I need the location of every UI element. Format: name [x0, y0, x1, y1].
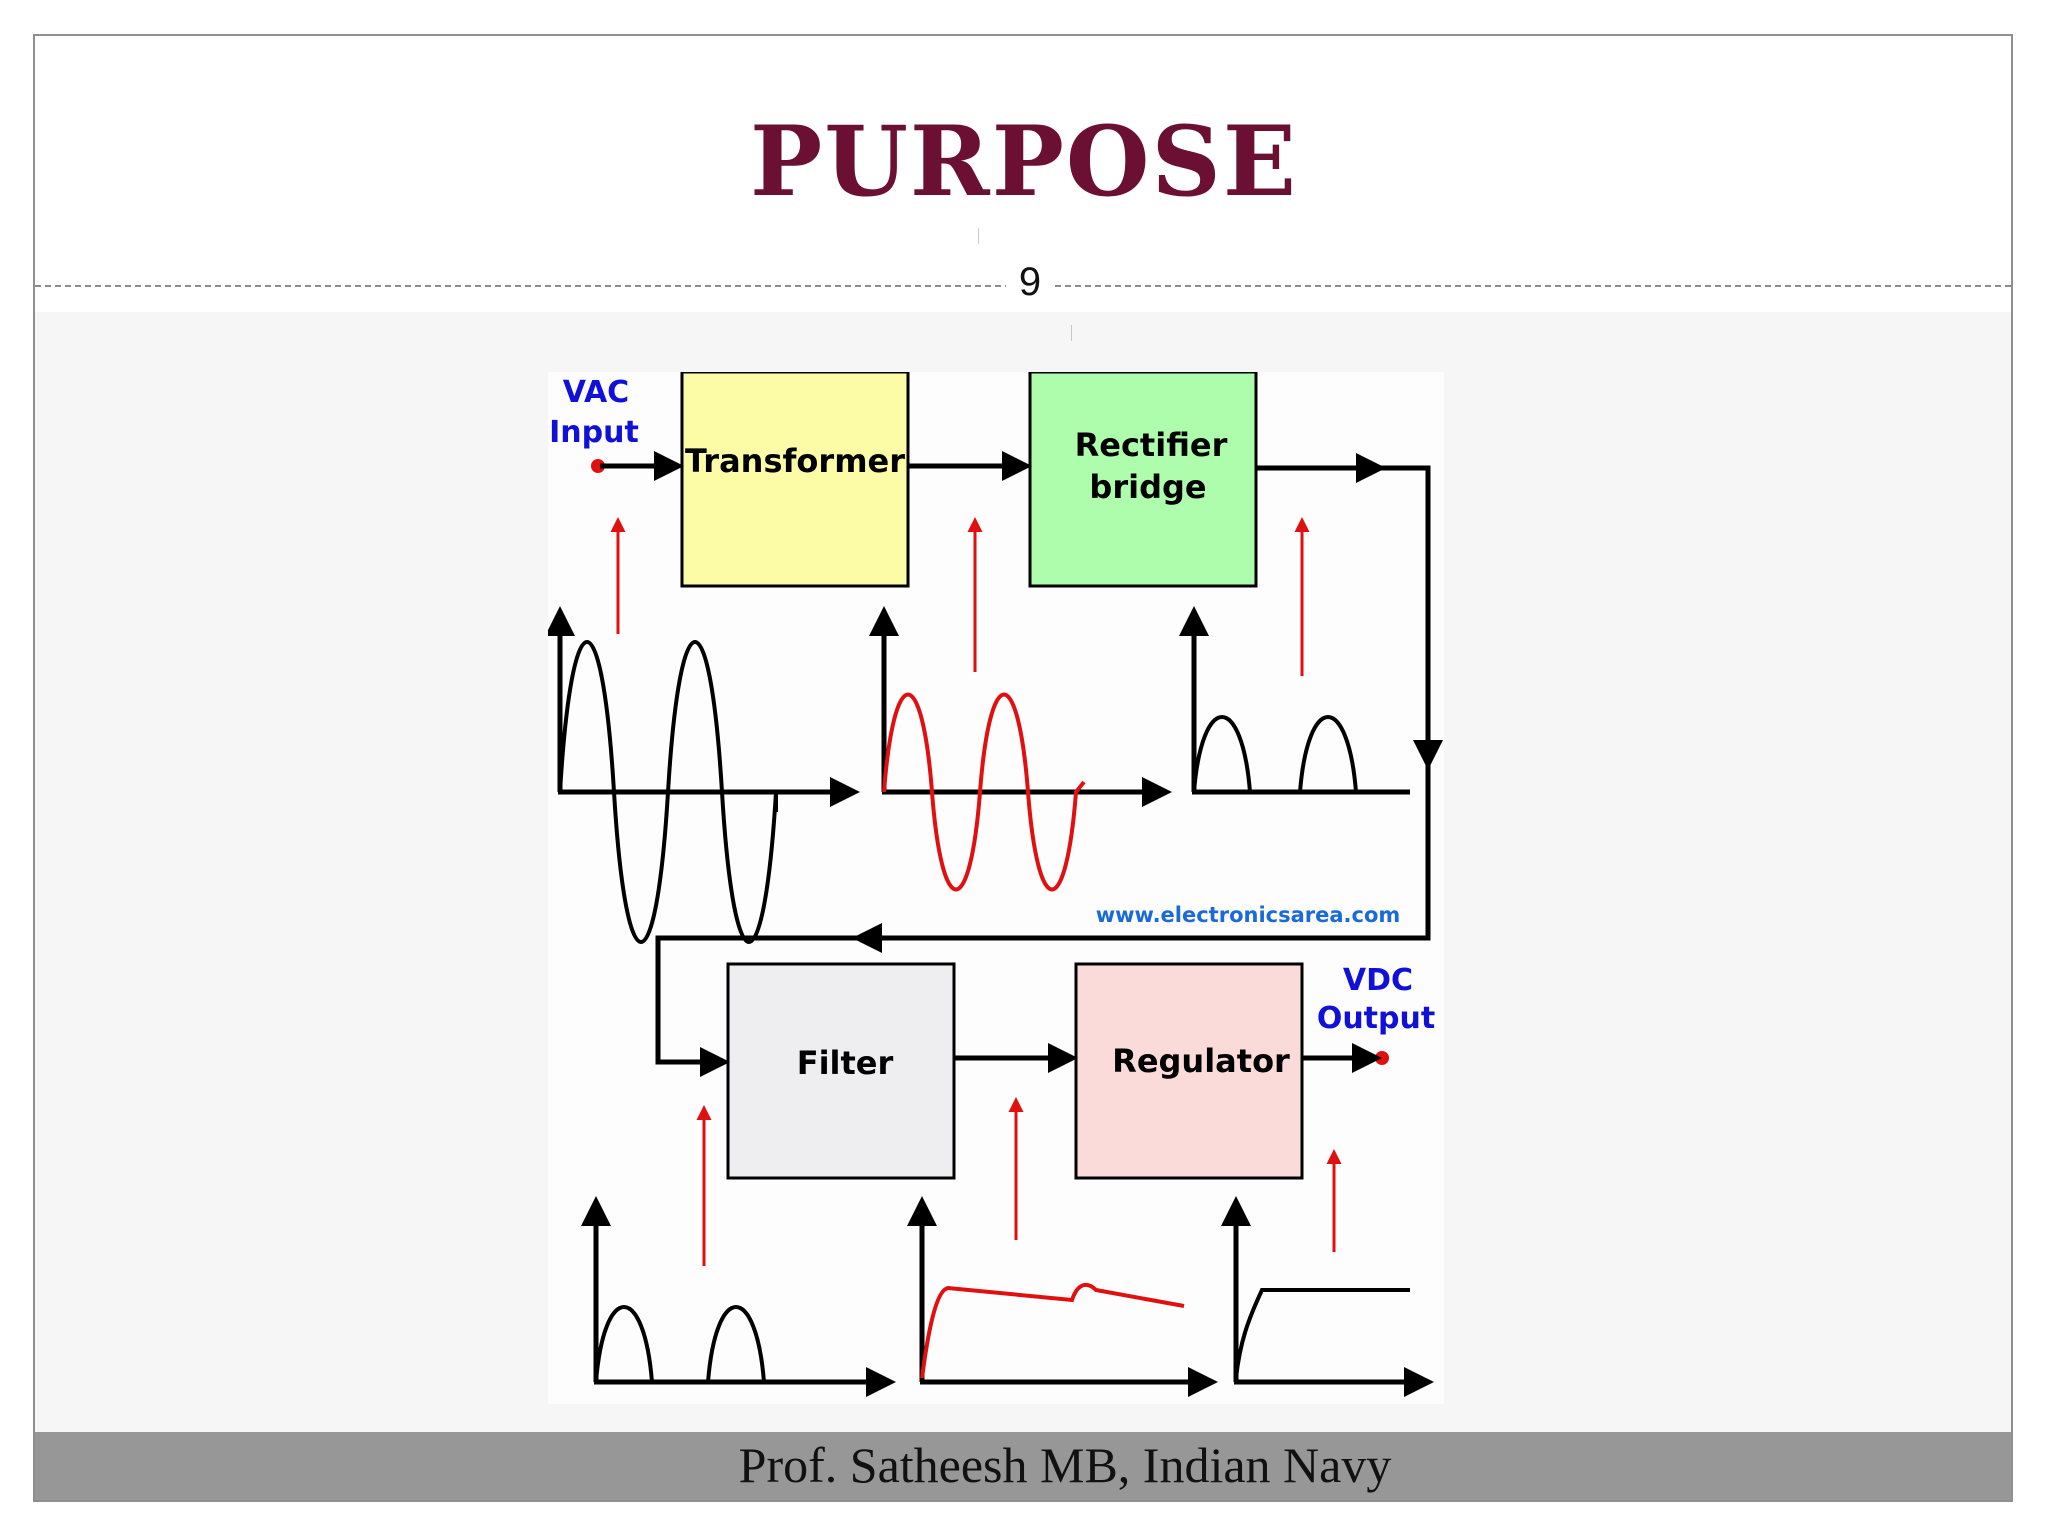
input-label: Input [549, 415, 639, 450]
regulator-label: Regulator [1112, 1042, 1290, 1080]
output-terminal [1375, 1051, 1389, 1065]
rectifier-label-line1: Rectifier [1075, 426, 1228, 464]
transformer-label: Transformer [685, 442, 905, 480]
red-indicator-arrows [610, 517, 1342, 1266]
watermark-text: www.electronicsarea.com [1096, 903, 1401, 927]
footer-text: Prof. Satheesh MB, Indian Navy [738, 1437, 1392, 1493]
vdc-label: VDC [1343, 963, 1413, 998]
filter-label: Filter [797, 1044, 894, 1082]
power-supply-block-diagram: VAC Input VDC Output Transformer Rectifi… [548, 372, 1444, 1404]
waveform-rectified [1179, 606, 1410, 795]
divider-tick [1071, 325, 1072, 341]
divider-tick [978, 228, 979, 244]
vac-label: VAC [563, 375, 629, 410]
waveform-transformer-output [869, 606, 1172, 892]
signal-flow-lines [600, 451, 1443, 1077]
regulator-block: Regulator [1074, 962, 1304, 1180]
rectifier-block: Rectifier bridge [1028, 372, 1258, 588]
waveform-ac-input [548, 606, 860, 944]
input-terminal [591, 459, 605, 473]
waveform-regulated [1221, 1196, 1434, 1397]
waveform-filter-input [581, 1196, 896, 1397]
transformer-block: Transformer [680, 372, 910, 588]
slide-title: PURPOSE [750, 105, 1298, 218]
page-number: 9 [1018, 260, 1042, 304]
page-number-bg [1006, 262, 1054, 306]
footer-bar [35, 1432, 2011, 1500]
waveform-filtered [907, 1196, 1218, 1397]
filter-block: Filter [726, 962, 956, 1180]
rectifier-label-line2: bridge [1089, 468, 1206, 506]
output-label: Output [1317, 1001, 1435, 1036]
